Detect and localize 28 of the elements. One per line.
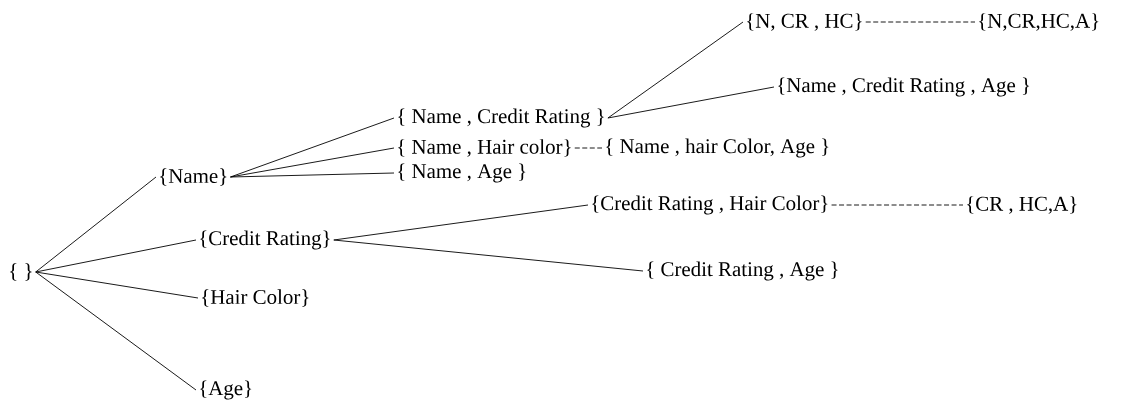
- dashed-connector: [831, 204, 964, 206]
- connector-line: [230, 117, 395, 178]
- set-label: {Age}: [200, 380, 252, 400]
- dashed-connector: [574, 147, 603, 149]
- set-label: {Name , Credit Rating , Age }: [778, 77, 1030, 97]
- dashed-connector: [865, 21, 976, 23]
- set-label: { Name , Credit Rating }: [398, 108, 604, 128]
- set-label: {Credit Rating , Hair Color}: [592, 195, 828, 215]
- set-label: {N, CR , HC}: [747, 13, 862, 31]
- set-label: { Name , Age }: [398, 163, 526, 183]
- connector-line: [607, 21, 744, 119]
- set-label: { Credit Rating , Age }: [647, 261, 838, 281]
- set-label: { }: [10, 263, 32, 281]
- set-label: {CR , HC,A}: [967, 196, 1077, 214]
- set-label: {Credit Rating}: [200, 230, 330, 250]
- connector-line: [35, 271, 197, 391]
- set-label: {N,CR,HC,A}: [979, 13, 1099, 31]
- set-label: { Name , hair Color, Age }: [606, 138, 829, 158]
- connector-line: [35, 239, 197, 273]
- connector-line: [35, 176, 157, 273]
- connector-line: [333, 204, 589, 241]
- set-label: { Name , Hair color}: [398, 139, 571, 157]
- connector-line: [35, 271, 199, 299]
- set-label: {Hair Color}: [202, 289, 309, 307]
- connector-line: [333, 239, 644, 272]
- connector-line: [230, 172, 395, 178]
- connector-line: [607, 86, 775, 119]
- set-label: {Name}: [160, 168, 227, 186]
